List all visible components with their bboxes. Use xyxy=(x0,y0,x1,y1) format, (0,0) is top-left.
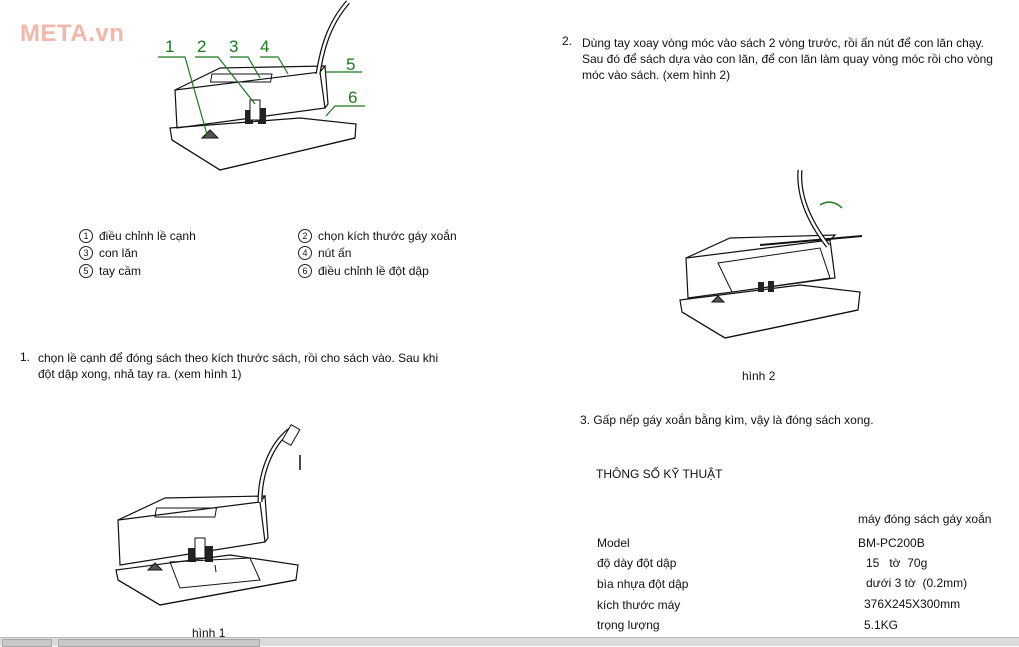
step-2-number: 2. xyxy=(562,34,573,48)
circle-number-icon: 3 xyxy=(79,246,93,260)
callout-4: 4 xyxy=(260,37,270,56)
legend-item-5: 5 tay cầm xyxy=(79,264,141,278)
step-1-line-1: chọn lề cạnh để đóng sách theo kích thướ… xyxy=(38,351,439,365)
circle-number-icon: 4 xyxy=(298,246,312,260)
specs-title: THÔNG SỐ KỸ THUẬT xyxy=(596,467,723,481)
circle-number-icon: 2 xyxy=(298,229,312,243)
legend-item-6: 6 điều chỉnh lề đột dập xyxy=(298,264,429,278)
callout-6: 6 xyxy=(348,88,358,107)
callout-1: 1 xyxy=(165,37,175,56)
spec-value: 15 tờ 70g xyxy=(866,556,928,570)
figure-1-caption: hình 1 xyxy=(192,626,226,640)
machine-diagram-labeled xyxy=(158,0,365,171)
legend-item-3: 3 con lăn xyxy=(79,246,138,260)
spec-label: bìa nhựa đột dập xyxy=(597,577,689,591)
circle-number-icon: 6 xyxy=(298,264,312,278)
step-2-line-1: Dùng tay xoay vòng móc vào sách 2 vòng t… xyxy=(582,36,984,50)
figure-2-caption: hình 2 xyxy=(742,369,776,383)
legend-label: điều chỉnh lề đột dập xyxy=(318,264,429,278)
step-1-line-2: đột dập xong, nhả tay ra. (xem hình 1) xyxy=(38,367,242,381)
callout-3: 3 xyxy=(229,37,239,56)
spec-label: kích thước máy xyxy=(597,598,681,612)
spec-value: BM-PC200B xyxy=(858,536,925,550)
legend-label: tay cầm xyxy=(99,264,142,278)
machine-figure-2 xyxy=(679,169,863,339)
spec-value: 5.1KG xyxy=(864,618,899,632)
machine-figure-1 xyxy=(115,424,301,606)
circle-number-icon: 5 xyxy=(79,264,93,278)
legend-label: con lăn xyxy=(99,246,138,260)
step-1-number: 1. xyxy=(20,350,31,364)
spec-value: dưới 3 tờ (0.2mm) xyxy=(866,576,968,590)
brand-logo: META.vn xyxy=(20,20,125,47)
legend-label: nút ấn xyxy=(318,246,352,260)
spec-label: Model xyxy=(597,536,630,550)
horizontal-scrollbar[interactable] xyxy=(0,637,1019,646)
spec-label: độ dày đột dập xyxy=(597,556,677,570)
legend-label: chọn kích thước gáy xoắn xyxy=(318,229,457,243)
circle-number-icon: 1 xyxy=(79,229,93,243)
specs-product-name: máy đóng sách gáy xoắn xyxy=(858,512,992,526)
sheet-tab[interactable] xyxy=(2,639,52,647)
scrollbar-thumb[interactable] xyxy=(58,639,260,647)
step-3-text: 3. Gấp nếp gáy xoắn bằng kìm, vậy là đón… xyxy=(580,413,874,427)
spec-label: trọng lượng xyxy=(597,618,660,632)
callout-2: 2 xyxy=(197,37,207,56)
step-2-line-2: Sau đó để sách dựa vào con lăn, để con l… xyxy=(582,52,993,66)
legend-item-4: 4 nút ấn xyxy=(298,246,351,260)
legend-item-2: 2 chọn kích thước gáy xoắn xyxy=(298,229,457,243)
legend-item-1: 1 điều chỉnh lề cạnh xyxy=(79,229,196,243)
callout-5: 5 xyxy=(346,55,356,74)
step-2-line-3: móc vào sách. (xem hình 2) xyxy=(582,68,731,82)
legend-label: điều chỉnh lề cạnh xyxy=(99,229,196,243)
spec-value: 376X245X300mm xyxy=(864,597,961,611)
